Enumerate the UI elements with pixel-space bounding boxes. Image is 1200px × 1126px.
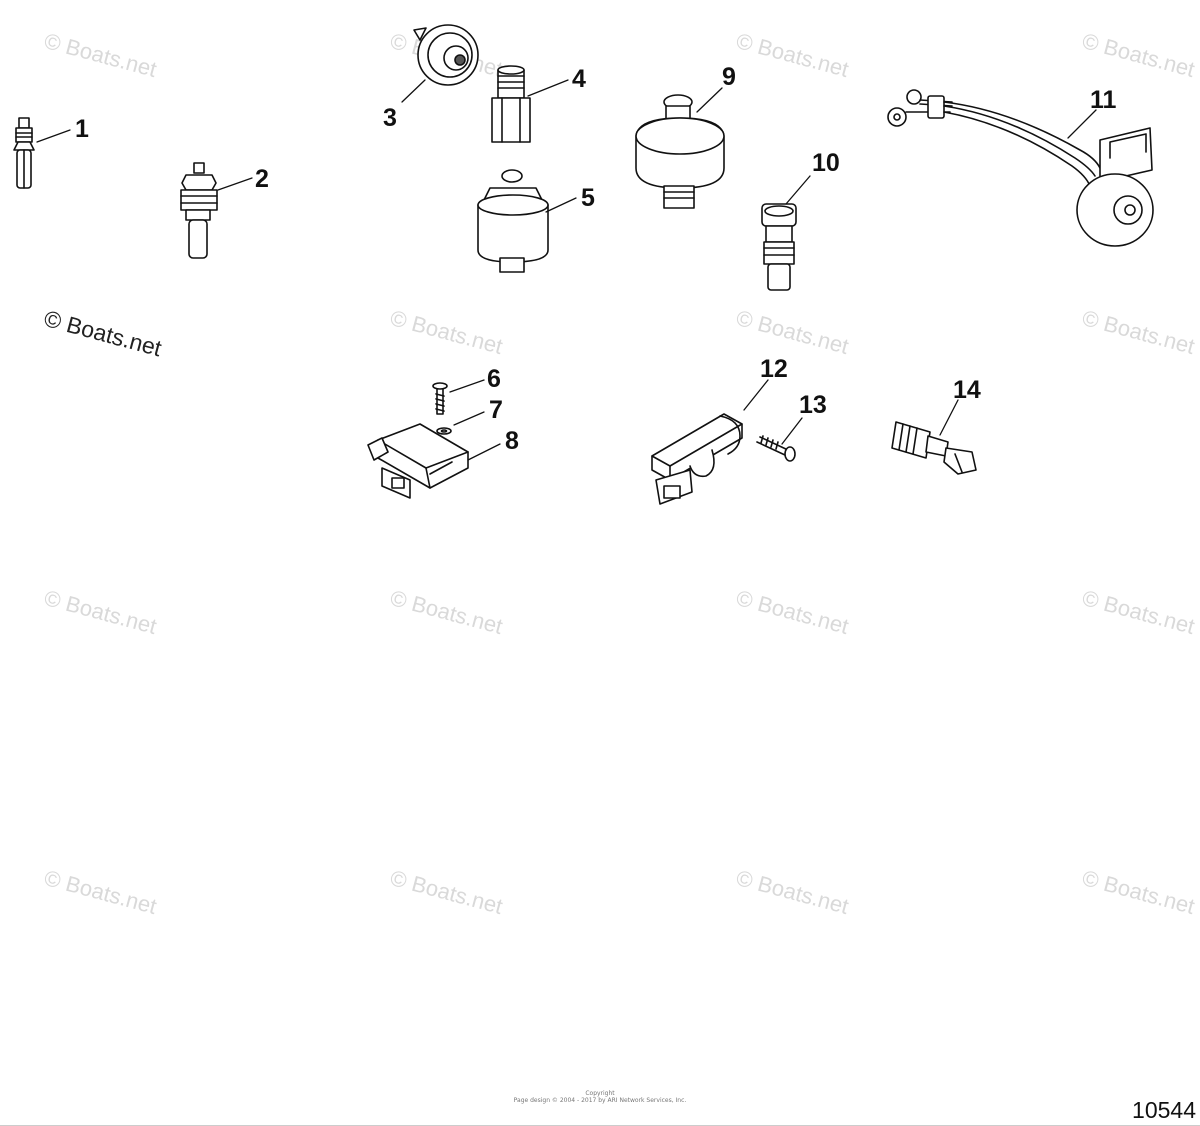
- callout-14[interactable]: 14: [953, 376, 981, 404]
- callout-10[interactable]: 10: [812, 149, 840, 177]
- copyright-line-2: Page design © 2004 - 2017 by ARI Network…: [513, 1097, 687, 1104]
- part-12-bracket[interactable]: [651, 413, 743, 505]
- callout-8[interactable]: 8: [505, 427, 519, 455]
- part-13-screw[interactable]: [756, 435, 796, 462]
- callout-3[interactable]: 3: [383, 104, 397, 132]
- part-6-screw[interactable]: [432, 382, 448, 415]
- part-2-sender[interactable]: [180, 162, 218, 259]
- callout-12[interactable]: 12: [760, 355, 788, 383]
- part-4-fitting[interactable]: [491, 65, 531, 143]
- part-7-washer[interactable]: [436, 427, 452, 435]
- figure-id: 10544: [1132, 1097, 1196, 1123]
- callout-9[interactable]: 9: [722, 63, 736, 91]
- callout-4[interactable]: 4: [572, 65, 586, 93]
- part-1-sender[interactable]: [13, 117, 35, 189]
- part-5-sender[interactable]: [477, 169, 549, 273]
- callout-5[interactable]: 5: [581, 184, 595, 212]
- part-14-sensor[interactable]: [891, 421, 977, 475]
- leader-lines: [36, 79, 1097, 461]
- part-8-sensor[interactable]: [367, 423, 469, 499]
- part-10-switch[interactable]: [761, 203, 797, 291]
- callout-13[interactable]: 13: [799, 391, 827, 419]
- callout-1[interactable]: 1: [75, 115, 89, 143]
- part-3-sender[interactable]: [413, 24, 479, 86]
- callout-7[interactable]: 7: [489, 396, 503, 424]
- callout-2[interactable]: 2: [255, 165, 269, 193]
- copyright-line-1: Copyright: [585, 1090, 615, 1097]
- part-9-sensor[interactable]: [635, 94, 725, 209]
- callout-11[interactable]: 11: [1090, 86, 1117, 114]
- callout-labels: 1 2 3 4 5 6 7 8 9 10 11 12 13 14: [75, 63, 1117, 455]
- part-11-harness[interactable]: [887, 89, 1154, 247]
- callout-6[interactable]: 6: [487, 365, 501, 393]
